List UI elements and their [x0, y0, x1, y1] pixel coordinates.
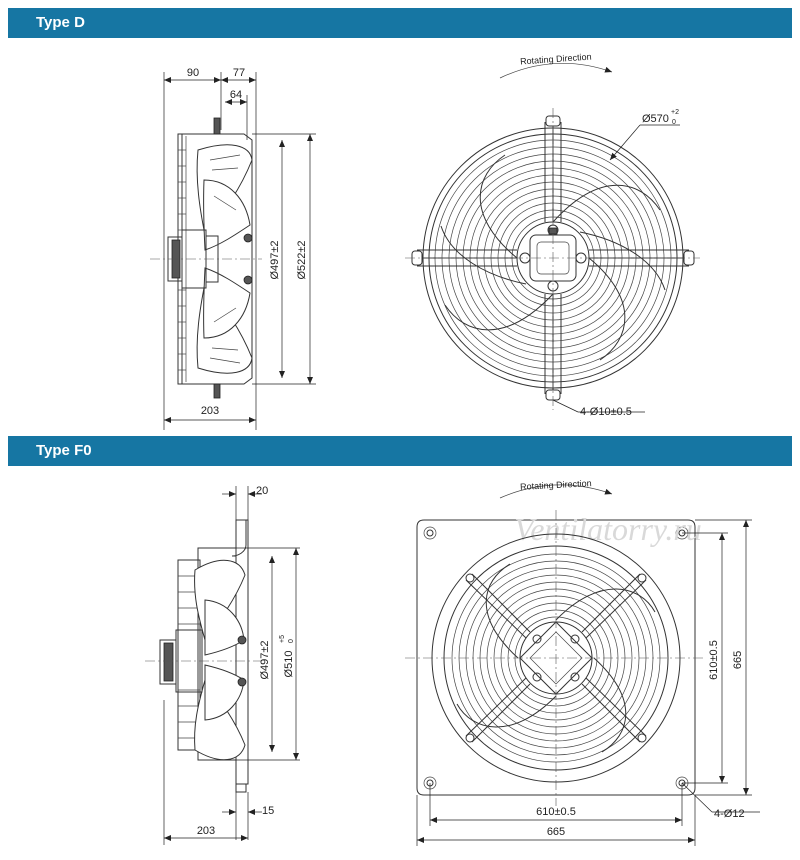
type-d-rotating-direction: Rotating Direction: [520, 52, 592, 67]
type-f0-blades: [456, 563, 656, 753]
type-f0-dia-510: Ø510: [283, 651, 295, 678]
type-d-dia-570-tol-lower: 0: [672, 119, 676, 126]
type-f0-dim-v-665: 665: [732, 651, 744, 669]
type-d-dim-64: 64: [230, 89, 242, 101]
type-f0-front-view: Rotating Direction Ventilatorry.ru: [405, 478, 760, 846]
section-header-type-d: Type D: [8, 8, 792, 38]
type-f0-dia-510-tol-upper: +5: [279, 635, 286, 643]
type-f0-rotating-direction: Rotating Direction: [520, 478, 592, 492]
type-d-front-view: Rotating Direction: [405, 52, 700, 418]
type-f0-dim-20: 20: [256, 485, 268, 497]
type-f0-watermark: Ventilatorry.ru: [514, 511, 702, 547]
section-header-type-f0: Type F0: [8, 436, 792, 466]
type-d-dim-90: 90: [187, 67, 199, 79]
type-f0-dia-510-tol-lower: 0: [288, 639, 295, 643]
type-f0-dim-h-665: 665: [547, 826, 565, 838]
type-d-side-view: 90 77 64: [150, 67, 316, 430]
type-f0-dim-h-610: 610±0.5: [536, 806, 576, 818]
type-d-dim-77: 77: [233, 67, 245, 79]
type-f0-dim-203: 203: [197, 825, 215, 837]
type-f0-holes: 4-Ø12: [714, 808, 745, 820]
type-d-dia-570: Ø570: [642, 113, 669, 125]
type-f0-dim-15: 15: [262, 805, 274, 817]
type-d-dia-522: Ø522±2: [296, 240, 308, 279]
type-f0-dim-v-610: 610±0.5: [708, 640, 720, 680]
type-d-blades: [440, 154, 666, 361]
type-d-dia-497: Ø497±2: [269, 240, 281, 279]
type-f0-side-view: 20 Ø497±2 Ø510 +5 0: [145, 485, 300, 845]
type-f0-dia-497: Ø497±2: [259, 640, 271, 679]
type-d-dia-570-tol-upper: +2: [671, 109, 679, 116]
type-d-holes: 4-Ø10±0.5: [580, 406, 632, 418]
type-d-dim-203: 203: [201, 405, 219, 417]
